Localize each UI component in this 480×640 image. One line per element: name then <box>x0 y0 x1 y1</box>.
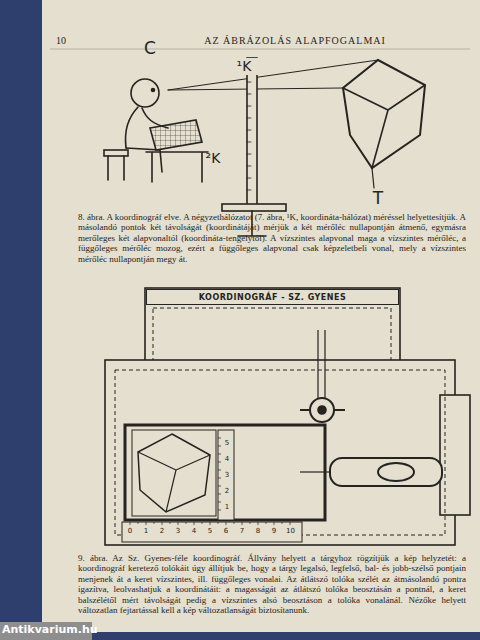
slider-ticks <box>218 438 221 510</box>
cube-stand <box>372 168 374 188</box>
bottom-scale <box>122 522 302 542</box>
picture-area <box>132 430 216 516</box>
scale-number: 6 <box>222 528 230 535</box>
horizontal-ruler <box>222 204 286 211</box>
table <box>146 152 208 182</box>
page-paper <box>42 0 480 632</box>
figure-9 <box>105 288 470 545</box>
knob-center <box>318 406 326 414</box>
running-head: AZ ÁBRÁZOLÁS ALAPFOGALMAI <box>150 35 440 46</box>
scale-number: 3 <box>221 472 233 479</box>
scale-number: 2 <box>221 488 233 495</box>
figure-caption: 9. ábra. Az Sz. Gyenes-féle koordinográf… <box>78 553 466 615</box>
knob-bar <box>300 409 345 411</box>
head <box>131 79 159 107</box>
scale-number: 4 <box>221 456 233 463</box>
cube-image <box>138 434 210 512</box>
scale-number: 7 <box>238 528 246 535</box>
drawing-board <box>150 120 202 150</box>
scale-number: 1 <box>142 528 150 535</box>
dashed-frame <box>115 370 445 535</box>
scale-number: 4 <box>190 528 198 535</box>
body <box>126 107 139 148</box>
callout-letter: C <box>140 38 160 58</box>
scale-number: 10 <box>286 528 294 535</box>
ruler-ticks <box>247 70 251 190</box>
stool <box>104 150 128 156</box>
watermark: Antikvarium.hu <box>2 623 90 636</box>
scale-number: 5 <box>206 528 214 535</box>
scale-number: 1 <box>221 504 233 511</box>
callout-letter: T <box>368 188 388 208</box>
vertical-ruler <box>247 58 257 206</box>
post <box>318 330 325 398</box>
cube-image-edges <box>138 452 210 512</box>
slider-slot <box>378 463 414 481</box>
slider-handle <box>330 458 442 486</box>
scale-number: 0 <box>126 528 134 535</box>
knob <box>310 398 334 422</box>
callout-letter: ¹K <box>230 58 258 75</box>
frame <box>125 425 325 520</box>
scale-number: 2 <box>158 528 166 535</box>
scale-number: 8 <box>254 528 262 535</box>
book-cover <box>0 0 42 640</box>
page-number: 10 <box>56 35 86 47</box>
transparent-slider <box>218 430 234 520</box>
base-plate <box>105 360 455 545</box>
title-strip: KOORDINOGRÁF - SZ. GYENES <box>146 289 399 305</box>
watermark-band <box>0 622 92 640</box>
cube <box>343 60 425 168</box>
callout-letter: ²K <box>200 150 226 167</box>
cube-edges <box>343 85 425 168</box>
scale-number: 3 <box>174 528 182 535</box>
eye <box>152 89 155 92</box>
scale-number: 5 <box>221 440 233 447</box>
stool-legs <box>108 156 124 180</box>
figure-8 <box>104 58 425 236</box>
plate-title: KOORDINOGRÁF - SZ. GYENES <box>199 293 346 302</box>
figure-caption: 8. ábra. A koordinográf elve. A négyzeth… <box>78 212 466 264</box>
scale-ticks <box>130 522 290 525</box>
scale-number: 9 <box>270 528 278 535</box>
header-rule <box>50 49 470 50</box>
